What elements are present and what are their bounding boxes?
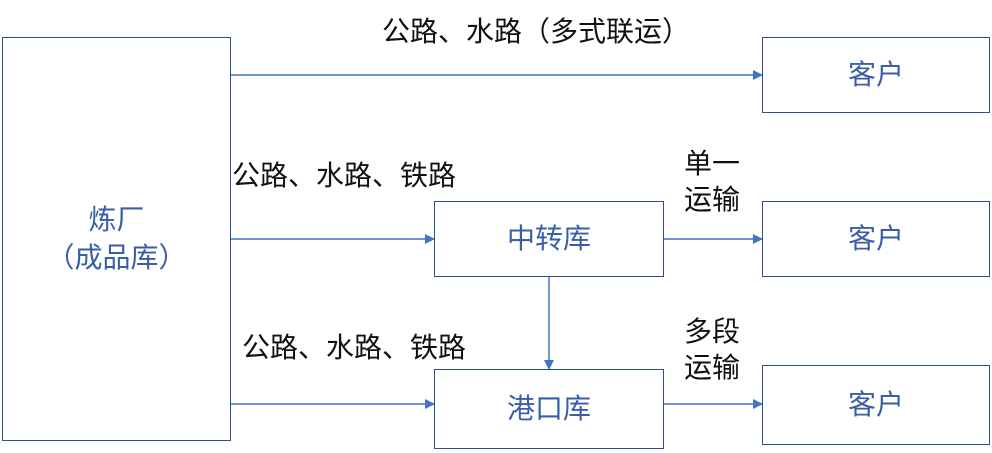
transfer-depot-node: 中转库 <box>434 201 664 277</box>
customer-middle-node: 客户 <box>762 201 990 277</box>
edge-label-single-transport-line1: 单一 <box>684 147 741 180</box>
customer-middle-label: 客户 <box>847 222 904 256</box>
refinery-sublabel: （成品库） <box>46 241 187 274</box>
refinery-node: 炼厂 （成品库） <box>2 37 231 441</box>
customer-bottom-label: 客户 <box>847 388 904 422</box>
edge-label-multi-segment-transport: 多段 运输 <box>684 314 740 387</box>
port-depot-label: 港口库 <box>506 392 591 426</box>
edge-label-single-transport-line2: 运输 <box>684 183 741 217</box>
edge-label-refinery-to-customer: 公路、水路（多式联运） <box>382 15 691 48</box>
refinery-label: 炼厂 <box>88 203 145 237</box>
customer-bottom-node: 客户 <box>762 365 990 445</box>
edge-label-multi-segment-line1: 多段 <box>684 315 741 348</box>
customer-top-node: 客户 <box>762 37 990 113</box>
port-depot-node: 港口库 <box>434 369 664 449</box>
edge-label-single-transport: 单一 运输 <box>684 146 740 219</box>
edge-label-refinery-to-transfer: 公路、水路、铁路 <box>232 159 457 192</box>
edge-label-multi-segment-line2: 运输 <box>684 351 741 385</box>
customer-top-label: 客户 <box>847 58 904 92</box>
edge-label-refinery-to-port: 公路、水路、铁路 <box>242 331 467 364</box>
transfer-depot-label: 中转库 <box>506 222 591 256</box>
